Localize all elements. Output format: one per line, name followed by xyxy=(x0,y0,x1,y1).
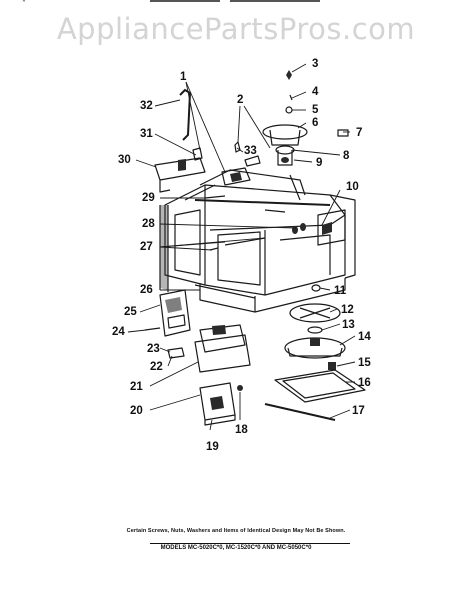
callout-1: 1 xyxy=(180,71,187,83)
leader-lines xyxy=(127,63,356,431)
callout-3: 3 xyxy=(312,58,318,70)
callout-8: 8 xyxy=(343,150,350,162)
callout-4: 4 xyxy=(312,86,319,98)
callout-32: 32 xyxy=(140,100,153,112)
glass-tray xyxy=(274,369,366,403)
front-frame xyxy=(159,205,169,292)
callout-27: 27 xyxy=(140,241,153,253)
callout-29: 29 xyxy=(142,192,155,204)
callout-12: 12 xyxy=(341,304,354,316)
side-panel xyxy=(317,194,356,279)
trim-strip xyxy=(264,403,336,421)
callout-16: 16 xyxy=(358,377,371,389)
top-rule-right xyxy=(230,0,320,2)
models-rule xyxy=(150,543,350,544)
callout-10: 10 xyxy=(346,181,359,193)
callout-28: 28 xyxy=(142,218,155,230)
base-panel xyxy=(194,278,346,313)
stirrer-motor xyxy=(262,70,349,166)
callout-6: 6 xyxy=(312,117,318,129)
control-panel xyxy=(144,289,191,337)
callout-labels: 1 2 3 4 5 6 7 8 9 10 11 12 13 14 15 16 1… xyxy=(112,58,371,453)
callout-5: 5 xyxy=(312,104,319,116)
callout-20: 20 xyxy=(130,405,143,417)
callout-13: 13 xyxy=(342,319,355,331)
callout-11: 11 xyxy=(334,285,347,297)
callout-31: 31 xyxy=(140,128,153,140)
oven-cavity xyxy=(164,184,346,296)
callout-33: 33 xyxy=(244,145,257,157)
electrical-block xyxy=(167,324,251,373)
turntable-assembly xyxy=(284,303,346,370)
magnetron-unit xyxy=(199,382,243,426)
top-rule-left xyxy=(150,0,220,2)
corner-mark: * xyxy=(22,0,26,8)
switch-assembly xyxy=(221,141,261,186)
callout-7: 7 xyxy=(356,127,362,139)
callout-25: 25 xyxy=(124,306,137,318)
model-numbers: MODELS MC-5020C*0, MC-1520C*0 AND MC-505… xyxy=(160,545,312,551)
callout-26: 26 xyxy=(140,284,153,296)
callout-2: 2 xyxy=(237,94,243,106)
callout-14: 14 xyxy=(358,331,371,343)
callout-21: 21 xyxy=(130,381,143,393)
callout-23: 23 xyxy=(147,343,160,355)
callout-17: 17 xyxy=(352,405,365,417)
callout-18: 18 xyxy=(235,424,248,436)
callout-15: 15 xyxy=(358,357,371,369)
footnote-text: Certain Screws, Nuts, Washers and Items … xyxy=(126,528,346,534)
callout-19: 19 xyxy=(206,441,219,453)
callout-24: 24 xyxy=(112,326,125,338)
callout-9: 9 xyxy=(316,157,322,169)
callout-30: 30 xyxy=(118,154,131,166)
top-rail xyxy=(184,169,331,206)
hinge-bracket xyxy=(154,88,206,193)
callout-22: 22 xyxy=(150,361,163,373)
watermark-text: AppliancePartsPros.com xyxy=(56,12,416,46)
grommet xyxy=(311,284,321,292)
